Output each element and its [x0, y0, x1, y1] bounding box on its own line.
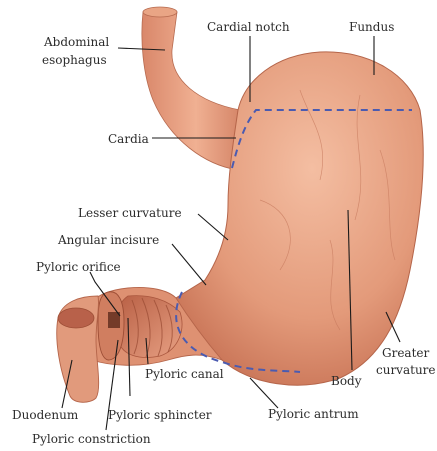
label-abdominal-esophagus-line1: Abdominal — [43, 35, 109, 49]
label-cardia: Cardia — [108, 132, 149, 146]
label-abdominal-esophagus-line2: esophagus — [42, 53, 107, 67]
label-pyloric-orifice: Pyloric orifice — [36, 260, 121, 274]
label-pyloric-antrum: Pyloric antrum — [268, 407, 359, 421]
label-lesser-curvature: Lesser curvature — [78, 206, 182, 220]
duodenum-opening — [58, 308, 94, 328]
label-pyloric-constriction: Pyloric constriction — [32, 432, 151, 446]
label-angular-incisure: Angular incisure — [57, 233, 159, 247]
label-greater-curvature-line2: curvature — [376, 363, 436, 377]
label-duodenum: Duodenum — [12, 408, 79, 422]
label-greater-curvature-line1: Greater — [382, 346, 430, 360]
label-pyloric-canal: Pyloric canal — [145, 367, 224, 381]
label-cardial-notch: Cardial notch — [207, 20, 290, 34]
label-pyloric-sphincter: Pyloric sphincter — [108, 408, 212, 422]
label-body: Body — [331, 374, 362, 388]
label-fundus: Fundus — [349, 20, 394, 34]
esophagus-opening — [143, 7, 177, 17]
